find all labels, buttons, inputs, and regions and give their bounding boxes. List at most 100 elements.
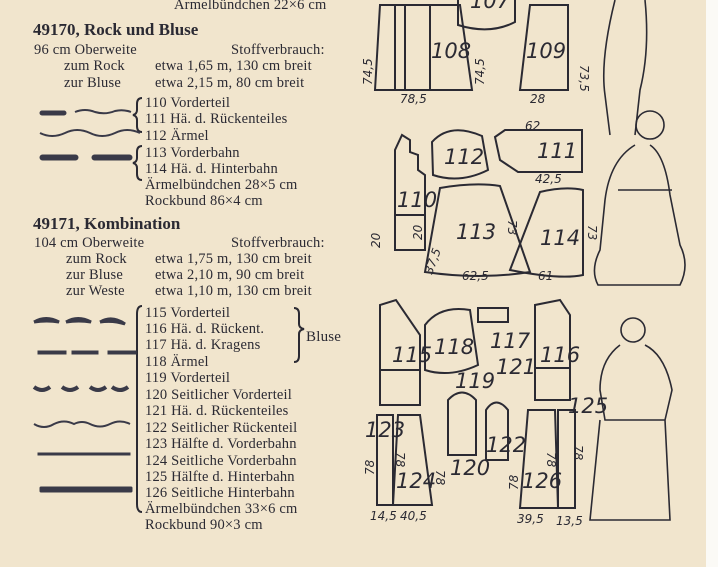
piece-109-outline <box>518 4 569 91</box>
dimension: 73 <box>585 225 599 240</box>
piece-118-outline <box>424 308 480 375</box>
dimension: 14,5 <box>370 509 397 523</box>
fabric-amount: etwa 2,10 m, 90 cm breit <box>155 267 305 283</box>
piece-number: 107 <box>470 0 511 13</box>
dimension: 62 <box>525 119 540 133</box>
piece-114-outline <box>508 187 584 278</box>
fold-symbol <box>33 420 131 428</box>
dimension: 20 <box>411 224 425 240</box>
figure-head <box>620 317 646 343</box>
piece-122-outline <box>485 401 509 461</box>
dimension: 78 <box>544 452 558 468</box>
fabric-label: Stoffverbrauch: <box>231 235 325 251</box>
fabric-amount: etwa 1,75 m, 130 cm breit <box>155 251 312 267</box>
piece-number: 109 <box>526 39 566 63</box>
figure-dress-top <box>603 0 648 136</box>
piece-108-outline <box>373 4 474 91</box>
fabric-item: zur Bluse <box>66 267 123 283</box>
pattern-title-49170: 49170, Rock und Bluse <box>33 20 199 39</box>
dimension: 28 <box>530 92 546 106</box>
fabric-item: zur Bluse <box>64 75 121 91</box>
pattern-pieces <box>373 0 584 509</box>
piece-item: 126 Seitliche Hinterbahn <box>145 485 295 501</box>
piece-115-outline <box>379 298 421 406</box>
piece-107-outline <box>457 0 516 31</box>
piece-number: 122 <box>486 433 526 457</box>
piece-number: 114 <box>540 226 580 250</box>
piece-112-outline <box>430 129 490 180</box>
piece-item: 111 Hä. d. Rückenteiles <box>145 111 288 127</box>
piece-number: 125 <box>568 394 608 418</box>
brace-icon <box>132 97 143 133</box>
dimension: 13,5 <box>556 514 583 528</box>
dimension: 20 <box>369 232 383 248</box>
extra-item: Ärmelbündchen 33×6 cm <box>145 501 298 517</box>
piece-number: 110 <box>397 188 437 212</box>
piece-item: 112 Ärmel <box>145 128 209 144</box>
fold-symbol <box>37 350 67 355</box>
piece-number: 111 <box>537 139 577 163</box>
pattern-title-49171: 49171, Kombination <box>33 214 181 233</box>
fold-symbol <box>91 154 133 161</box>
piece-number: 108 <box>431 39 471 63</box>
fabric-amount: etwa 1,10 m, 130 cm breit <box>155 283 312 299</box>
piece-item: 116 Hä. d. Rückent. <box>145 321 265 337</box>
piece-number: 116 <box>540 343 580 367</box>
piece-number: 121 <box>496 355 536 379</box>
dimension: 62,5 <box>462 269 489 283</box>
piece-item: 124 Seitliche Vorderbahn <box>145 453 297 469</box>
dimension: 73 <box>505 220 519 235</box>
piece-item: 115 Vorderteil <box>145 305 231 321</box>
piece-126-outline <box>518 409 560 509</box>
piece-item: 121 Hä. d. Rückenteiles <box>145 403 289 419</box>
fold-symbol <box>39 129 141 137</box>
piece-number: 123 <box>365 418 405 442</box>
fold-symbol <box>107 350 137 355</box>
fold-symbol <box>74 109 132 115</box>
extra-item: Rockbund 86×4 cm <box>145 193 263 209</box>
bust-size: 104 cm Oberweite <box>34 235 145 251</box>
piece-item: 125 Hälfte d. Hinterbahn <box>145 469 295 485</box>
piece-item: 120 Seitlicher Vorderteil <box>145 387 293 403</box>
piece-number: 112 <box>444 145 484 169</box>
piece-124-outline <box>391 414 434 506</box>
dimension: 78 <box>363 459 377 475</box>
brace-icon <box>293 307 305 363</box>
figure-head <box>635 110 665 140</box>
dimension: 78 <box>571 445 585 461</box>
fabric-label: Stoffverbrauch: <box>231 42 325 58</box>
dimension: 39,5 <box>517 512 544 526</box>
fold-symbol <box>32 385 130 392</box>
cuff-size-previous: Ärmelbündchen 22×6 cm <box>174 0 327 13</box>
dimension: 78 <box>507 474 521 490</box>
fabric-item: zum Rock <box>66 251 127 267</box>
dimension: 40,5 <box>400 509 427 523</box>
piece-number: 115 <box>392 343 432 367</box>
piece-110-outline <box>394 133 426 251</box>
piece-number: 126 <box>522 469 562 493</box>
fashion-figures <box>589 0 686 521</box>
extra-item: Rockbund 90×3 cm <box>145 517 263 533</box>
piece-number: 113 <box>456 220 496 244</box>
dimension: 78 <box>393 452 407 468</box>
figure-shirtdress <box>593 144 686 286</box>
fabric-fold-symbols <box>32 109 141 493</box>
dimension-labels: 74,5 74,5 78,5 73,5 28 62 42,5 20 20 37,… <box>361 58 599 528</box>
extra-item: Ärmelbündchen 28×5 cm <box>145 177 298 193</box>
piece-120-outline <box>447 391 477 456</box>
fabric-item: zum Rock <box>64 58 125 74</box>
fold-symbol <box>39 110 67 116</box>
fold-symbol <box>39 154 79 161</box>
fabric-amount: etwa 1,65 m, 130 cm breit <box>155 58 312 74</box>
brace-icon <box>136 305 143 513</box>
piece-item: 123 Hälfte d. Vorderbahn <box>145 436 297 452</box>
brace-icon <box>132 145 143 181</box>
piece-number: 117 <box>490 329 531 353</box>
braces <box>132 97 305 513</box>
piece-item: 114 Hä. d. Hinterbahn <box>145 161 278 177</box>
dimension: 61 <box>538 269 553 283</box>
piece-117-outline <box>477 307 509 323</box>
fabric-amount: etwa 2,15 m, 80 cm breit <box>155 75 305 91</box>
